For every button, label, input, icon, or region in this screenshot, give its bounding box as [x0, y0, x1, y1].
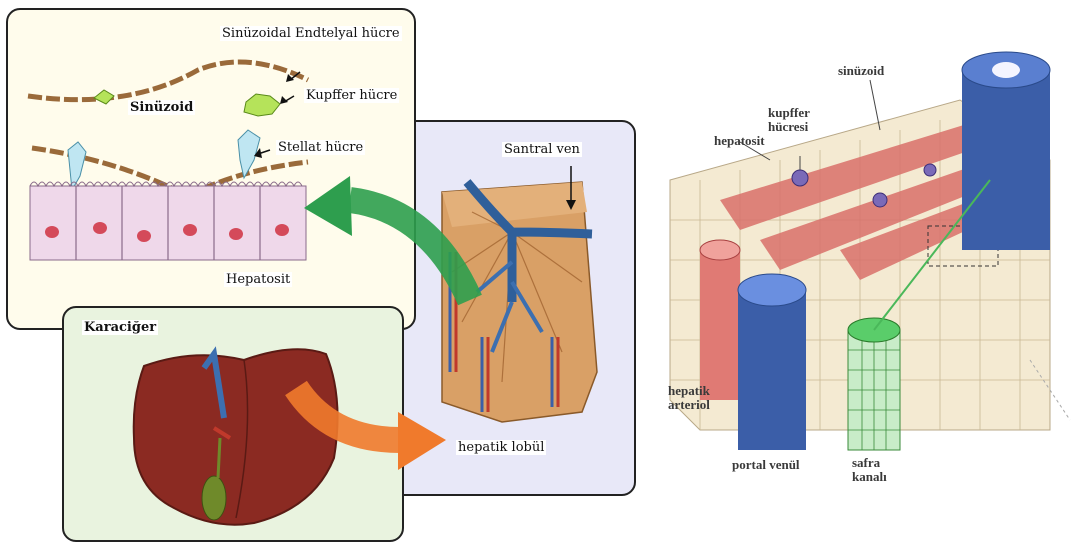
kupffer-cell-3d-label: kupffer hücresi	[768, 106, 828, 134]
hepatocyte-3d-label: hepatosit	[714, 134, 765, 148]
portal-venule-label: portal venül	[732, 458, 800, 472]
bile-duct-label: safra kanalı	[852, 456, 902, 484]
sinusoid-label: sinüzoid	[838, 64, 884, 78]
hepatic-arteriole-label: hepatik arteriol	[668, 384, 738, 412]
